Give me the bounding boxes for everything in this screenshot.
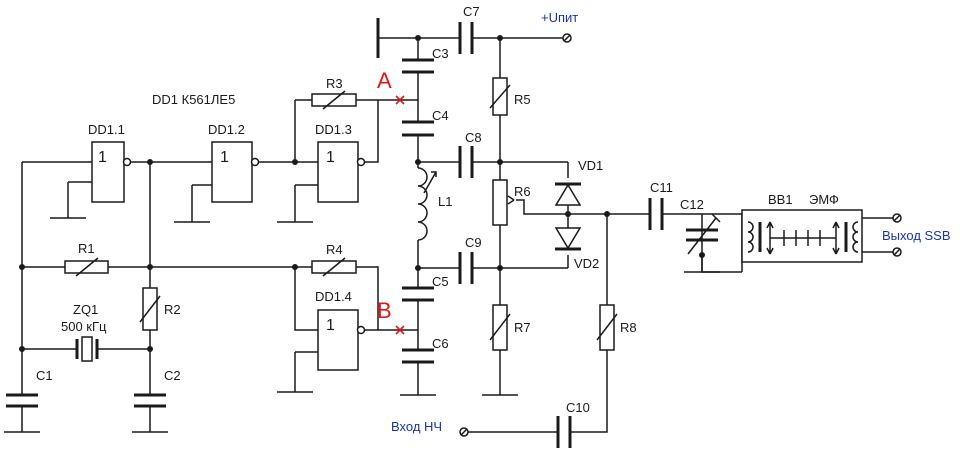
resistor-r7: R7 [489,304,531,351]
svg-text:C3: C3 [432,46,449,61]
terminal-supply: +Uпит [541,10,578,43]
dd1-title: DD1 К561ЛЕ5 [152,92,235,107]
svg-text:C9: C9 [465,235,482,250]
resistor-r8: R8 [596,304,637,351]
svg-text:R7: R7 [514,320,531,335]
capacitor-c9: C9 [458,235,482,284]
capacitor-c12-trimmer: C12 [680,197,721,255]
test-point-b: B [377,298,405,335]
svg-text:1: 1 [98,149,107,166]
wires [21,18,893,433]
svg-text:VD1: VD1 [578,158,603,173]
svg-text:ZQ1: ZQ1 [73,302,98,317]
svg-text:Выход SSB: Выход SSB [882,228,951,243]
gate-dd1-2: 1 DD1.2 [208,122,260,203]
capacitor-c3: C3 [402,46,449,74]
ground-symbols [4,217,720,433]
svg-text:500 кГц: 500 кГц [61,319,107,334]
capacitor-c10: C10 [556,400,590,448]
capacitor-c11: C11 [648,180,673,230]
gate-dd1-3: 1 DD1.3 [315,122,366,203]
capacitor-c7: C7 [458,4,480,54]
resistor-r5: R5 [489,77,531,116]
svg-text:C2: C2 [164,368,181,383]
dd1-3-label: DD1.3 [315,122,352,137]
svg-text:C8: C8 [465,130,482,145]
inductor-l1: L1 [417,167,452,241]
terminal-input: Вход НЧ [391,419,469,437]
capacitor-c2: C2 [134,368,181,408]
capacitor-c4: C4 [402,108,449,137]
svg-text:1: 1 [220,149,229,166]
resistor-r6: R6 [492,179,531,226]
svg-text:B: B [377,298,392,323]
test-point-a: A [377,68,405,105]
svg-text:BB1: BB1 [768,192,793,207]
svg-text:C12: C12 [680,197,704,212]
svg-text:1: 1 [326,149,335,166]
svg-text:R6: R6 [514,184,531,199]
svg-text:C7: C7 [463,4,480,19]
dd1-4-label: DD1.4 [315,289,352,304]
svg-text:R4: R4 [326,242,343,257]
svg-text:R1: R1 [78,241,95,256]
svg-text:A: A [377,68,392,93]
diode-vd1: VD1 [554,158,603,206]
crystal-zq1: ZQ1 500 кГц [61,302,107,362]
resistor-r2: R2 [139,287,181,331]
terminal-output: Выход SSB [882,213,951,257]
capacitor-c6: C6 [402,336,449,364]
capacitor-c8: C8 [458,130,482,178]
svg-text:C4: C4 [432,108,449,123]
svg-text:+Uпит: +Uпит [541,10,578,25]
gate-dd1-1: 1 DD1.1 [88,122,132,203]
resistor-r4: R4 [311,242,357,277]
filter-bb1: BB1 ЭМФ [741,192,863,263]
svg-text:C10: C10 [566,400,590,415]
svg-text:VD2: VD2 [574,256,599,271]
svg-text:R3: R3 [326,76,343,91]
gate-dd1-4: 1 DD1.4 [315,289,366,371]
svg-text:1: 1 [326,317,335,334]
svg-text:C5: C5 [432,274,449,289]
svg-text:R5: R5 [514,92,531,107]
dd1-1-label: DD1.1 [88,122,125,137]
svg-text:Вход НЧ: Вход НЧ [391,419,442,434]
svg-text:C6: C6 [432,336,449,351]
diode-vd2: VD2 [554,227,599,271]
svg-text:C11: C11 [650,180,673,195]
dd1-2-label: DD1.2 [208,122,245,137]
junctions [19,35,705,352]
capacitor-c1: C1 [6,368,53,408]
capacitor-c5: C5 [402,274,449,302]
svg-text:R2: R2 [164,302,181,317]
resistor-r1: R1 [64,241,109,277]
resistor-r3: R3 [311,76,357,110]
svg-text:R8: R8 [620,320,637,335]
svg-text:C1: C1 [36,368,53,383]
svg-text:L1: L1 [438,194,452,209]
svg-text:ЭМФ: ЭМФ [809,192,839,207]
